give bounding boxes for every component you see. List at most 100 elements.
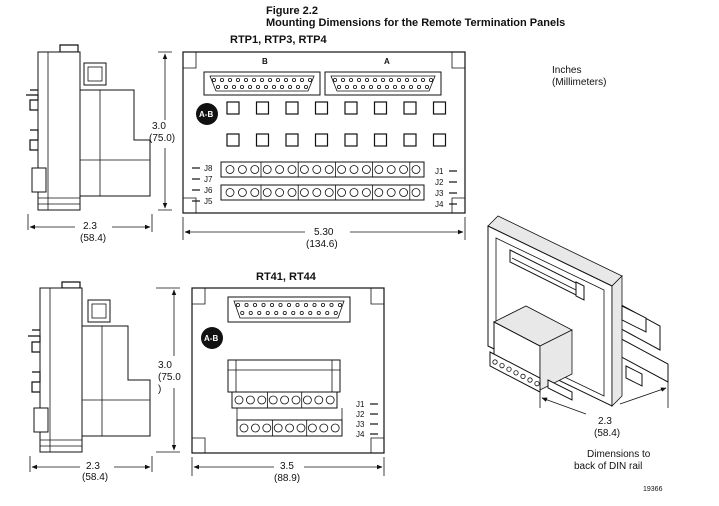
terminal-screw	[361, 165, 371, 174]
top-side-view	[26, 44, 151, 211]
connector-pin	[376, 85, 381, 90]
jack-label-j1: J1	[435, 167, 444, 176]
terminal-screw	[506, 366, 512, 372]
indicator-square	[432, 133, 447, 147]
terminal-screw	[225, 165, 235, 174]
top-terminal-strip-upper	[220, 161, 425, 178]
indicator-square	[373, 133, 388, 147]
terminal-screw	[374, 165, 384, 174]
connector-pin	[312, 302, 317, 307]
connector-pin	[215, 85, 220, 90]
connector-pin	[337, 302, 342, 307]
connector-a-label: A	[384, 57, 390, 66]
indicator-square	[403, 133, 417, 147]
connector-pin	[416, 85, 421, 90]
connector-pin	[211, 78, 216, 83]
indicator-square	[373, 101, 388, 115]
bottom-side-depth-mm: (58.4)	[82, 472, 108, 483]
terminal-screw	[250, 423, 260, 433]
connector-pin	[287, 85, 292, 90]
bottom-terminal-strip-lower	[236, 419, 343, 437]
connector-pin	[329, 302, 334, 307]
top-logo: A-B	[196, 103, 218, 125]
connector-pin	[252, 302, 257, 307]
terminal-screw	[302, 395, 312, 405]
terminal-screw	[534, 380, 540, 387]
connector-pin	[364, 78, 369, 83]
terminal-screw	[234, 395, 244, 405]
terminal-screw	[314, 395, 324, 405]
connector-pin	[295, 85, 300, 90]
indicator-square	[285, 133, 299, 147]
terminal-screw	[307, 423, 317, 433]
connector-pin	[344, 85, 349, 90]
indicator-square	[344, 133, 358, 147]
connector-b	[203, 71, 321, 96]
terminal-screw	[361, 188, 371, 197]
connector-pin	[388, 78, 393, 83]
connector-pin	[299, 310, 304, 315]
top-side-height: 3.0	[152, 121, 166, 132]
jack-label-j1: J1	[356, 400, 365, 409]
iso-depth-mm: (58.4)	[594, 428, 620, 439]
terminal-screw	[299, 165, 309, 174]
bottom-terminal-strip-upper	[231, 391, 338, 409]
terminal-screw	[325, 395, 335, 405]
terminal-screw	[312, 165, 322, 174]
connector-pin	[255, 85, 260, 90]
connector-pin	[291, 78, 296, 83]
terminal-screw	[275, 165, 285, 174]
indicator-square	[432, 101, 447, 115]
terminal-screw	[349, 188, 359, 197]
connector-pin	[248, 310, 253, 315]
bottom-front-width: 3.5	[280, 461, 294, 472]
connector-pin	[259, 78, 264, 83]
bottom-model-label: RT41, RT44	[256, 271, 317, 283]
connector-pin	[404, 78, 409, 83]
connector-pin	[340, 78, 345, 83]
connector-pin	[299, 78, 304, 83]
connector-pin	[235, 78, 240, 83]
figure-id: 19366	[643, 486, 663, 493]
indicator-square	[226, 101, 240, 115]
connector-pin	[244, 302, 249, 307]
bottom-side-height: 3.0	[158, 360, 172, 371]
top-side-depth: 2.3	[83, 221, 97, 232]
connector-pin	[235, 302, 240, 307]
connector-pin	[303, 85, 308, 90]
connector-pin	[283, 78, 288, 83]
connector-pin	[251, 78, 256, 83]
connector-pin	[295, 302, 300, 307]
bottom-logo: A-B	[201, 327, 223, 349]
indicator-square	[255, 133, 270, 147]
connector-pin	[303, 302, 308, 307]
bottom-logo-text: A-B	[204, 334, 218, 343]
indicator-square	[255, 101, 270, 115]
top-front-width-mm: (134.6)	[306, 239, 338, 250]
connector-pin	[333, 310, 338, 315]
connector-pin	[325, 310, 330, 315]
connector-pin	[316, 310, 321, 315]
jack-label-j7: J7	[204, 175, 213, 184]
connector-pin	[396, 78, 401, 83]
top-side-depth-mm: (58.4)	[80, 233, 106, 244]
terminal-screw	[492, 359, 498, 365]
connector-b-label: B	[262, 57, 268, 66]
top-terminal-strip-lower	[220, 184, 425, 201]
iso-note-line1: Dimensions to	[587, 449, 651, 460]
connector-pin	[428, 78, 433, 83]
terminal-screw	[250, 165, 260, 174]
terminal-screw	[257, 395, 267, 405]
connector-pin	[247, 85, 252, 90]
connector-pin	[286, 302, 291, 307]
terminal-screw	[268, 395, 278, 405]
jack-label-j2: J2	[435, 178, 444, 187]
top-side-height-mm: (75.0)	[149, 133, 175, 144]
terminal-screw	[262, 188, 272, 197]
connector-pin	[392, 85, 397, 90]
bottom-side-height-mm: (75.0	[158, 372, 181, 383]
jack-label-j6: J6	[204, 186, 213, 195]
